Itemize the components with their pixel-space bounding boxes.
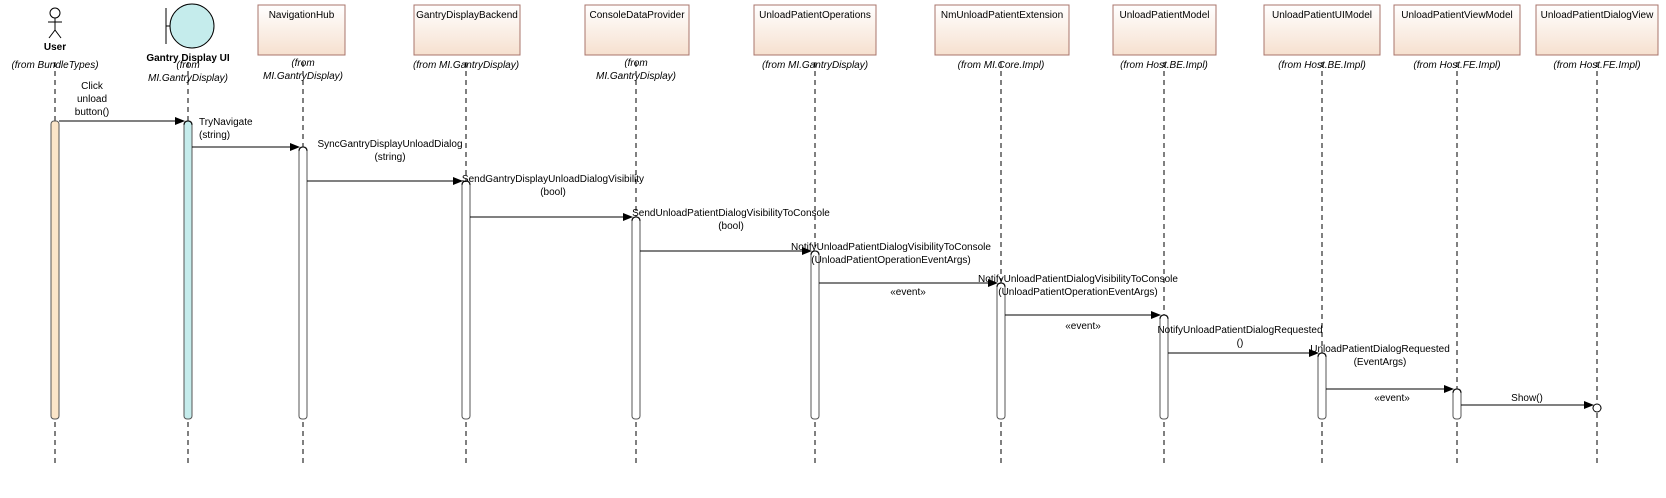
activation-bar-gantrydisplaybackend — [461, 180, 471, 420]
participant-name: ConsoleDataProvider — [589, 10, 685, 21]
participant-package-note: (from BundleTypes) — [11, 60, 98, 71]
participant-name: User — [44, 42, 66, 53]
message-stereotype: «event» — [1065, 321, 1101, 332]
activation-bar-unloadpatientoperations — [810, 250, 820, 420]
activations-layer — [50, 120, 1462, 420]
lifeline-endpoint-icon — [1592, 403, 1602, 413]
message-endpoint-icon — [183, 120, 193, 126]
message-label: NotifyUnloadPatientDialogRequested() — [1157, 325, 1322, 349]
message-syncgantrydisplayunloaddialog[interactable]: SyncGantryDisplayUnloadDialog(string) — [307, 139, 471, 186]
message-label: Show() — [1511, 393, 1543, 404]
participant-gantrydisplaybackend[interactable]: GantryDisplayBackend (from MI.GantryDispl… — [413, 4, 521, 71]
message-notifyunloadpatientdialogrequested[interactable]: NotifyUnloadPatientDialogRequested() — [1157, 325, 1327, 358]
activation-bar-nmunloadpatientextension — [996, 282, 1006, 420]
message-label: TryNavigate(string) — [199, 117, 253, 141]
message-unloadpatientdialogrequested[interactable]: UnloadPatientDialogRequested(EventArgs) «… — [1310, 344, 1462, 404]
participant-unloadpatientviewmodel[interactable]: UnloadPatientViewModel (from Host.FE.Impl… — [1393, 4, 1521, 71]
message-endpoint-icon — [631, 216, 641, 222]
participant-box — [584, 4, 690, 56]
participant-name: Gantry Display UI — [146, 53, 230, 64]
participant-unloadpatientdialogview[interactable]: UnloadPatientDialogView (from Host.FE.Imp… — [1535, 4, 1659, 71]
message-label: UnloadPatientDialogRequested(EventArgs) — [1310, 344, 1450, 368]
participant-box — [1263, 4, 1381, 56]
participant-box — [1535, 4, 1659, 56]
message-label: SendGantryDisplayUnloadDialogVisibility(… — [462, 174, 644, 198]
message-notifyunloadpatientdialogvisibilitytoconsole[interactable]: NotifyUnloadPatientDialogVisibilityToCon… — [978, 274, 1178, 332]
message-endpoint-icon — [298, 146, 308, 152]
participant-name: NmUnloadPatientExtension — [941, 10, 1063, 21]
message-stereotype: «event» — [1374, 393, 1410, 404]
participant-headers-layer: User(from BundleTypes)Gantry Display UI(… — [11, 3, 1659, 84]
participant-package-note: (from MI.GantryDisplay) — [762, 60, 868, 71]
participant-box — [1112, 4, 1217, 56]
participant-package-note: (from Host.FE.Impl) — [1553, 60, 1640, 71]
participant-package-note: (from Host.BE.Impl) — [1120, 60, 1208, 71]
message-stereotype: «event» — [890, 287, 926, 298]
participant-package-note: (from MI.GantryDisplay) — [413, 60, 519, 71]
message-sendunloadpatientdialogvisibilitytoconsole[interactable]: SendUnloadPatientDialogVisibilityToConso… — [632, 208, 830, 256]
message-endpoint-icon — [1317, 352, 1327, 358]
participant-box — [257, 4, 346, 56]
message-sendgantrydisplayunloaddialogvisibility[interactable]: SendGantryDisplayUnloadDialogVisibility(… — [462, 174, 644, 222]
participant-user[interactable]: User (from BundleTypes) — [11, 7, 99, 71]
message-notifyunloadpatientdialogvisibilitytoconsole[interactable]: NotifyUnloadPatientDialogVisibilityToCon… — [791, 242, 1006, 298]
participant-box — [753, 4, 877, 56]
message-endpoint-icon — [810, 250, 820, 256]
participant-box — [413, 4, 521, 56]
participant-name: GantryDisplayBackend — [416, 10, 518, 21]
message-trynavigate[interactable]: TryNavigate(string) — [192, 117, 308, 152]
message-endpoint-icon — [996, 282, 1006, 288]
activation-bar-unloadpatientviewmodel — [1452, 388, 1462, 420]
activation-bar-consoledataprovider — [631, 216, 641, 420]
participant-package-note: (from Host.BE.Impl) — [1278, 60, 1366, 71]
participant-unloadpatientuimodel[interactable]: UnloadPatientUIModel (from Host.BE.Impl) — [1263, 4, 1381, 71]
participant-box — [1393, 4, 1521, 56]
participant-unloadpatientoperations[interactable]: UnloadPatientOperations (from MI.GantryDi… — [753, 4, 877, 71]
participant-name: NavigationHub — [269, 10, 335, 21]
participant-name: UnloadPatientViewModel — [1401, 10, 1513, 21]
message-label: NotifyUnloadPatientDialogVisibilityToCon… — [791, 242, 991, 266]
participant-unloadpatientmodel[interactable]: UnloadPatientModel (from Host.BE.Impl) — [1112, 4, 1217, 71]
activation-bar-unloadpatientuimodel — [1317, 352, 1327, 420]
activation-bar-user — [50, 120, 60, 420]
activation-bar-gantry-display-ui — [183, 120, 193, 420]
message-label: SendUnloadPatientDialogVisibilityToConso… — [632, 208, 830, 232]
message-show[interactable]: Show() — [1461, 393, 1602, 410]
actor-stick-figure-icon — [48, 7, 62, 39]
activation-bar-navigationhub — [298, 146, 308, 420]
participant-package-note: (from Host.FE.Impl) — [1413, 60, 1500, 71]
participant-name: UnloadPatientUIModel — [1272, 10, 1372, 21]
message-endpoint-icon — [1452, 388, 1462, 394]
message-endpoint-icon — [1159, 314, 1169, 320]
participant-name: UnloadPatientModel — [1119, 10, 1209, 21]
participant-name: UnloadPatientDialogView — [1541, 10, 1654, 21]
participant-box — [934, 4, 1070, 56]
participant-name: UnloadPatientOperations — [759, 10, 871, 21]
message-endpoint-icon — [461, 180, 471, 186]
participant-nmunloadpatientextension[interactable]: NmUnloadPatientExtension (from MI.Core.Im… — [934, 4, 1070, 71]
boundary-icon — [165, 3, 215, 49]
message-label: NotifyUnloadPatientDialogVisibilityToCon… — [978, 274, 1178, 298]
message-label: SyncGantryDisplayUnloadDialog(string) — [317, 139, 462, 163]
participant-package-note: (from MI.Core.Impl) — [958, 60, 1045, 71]
